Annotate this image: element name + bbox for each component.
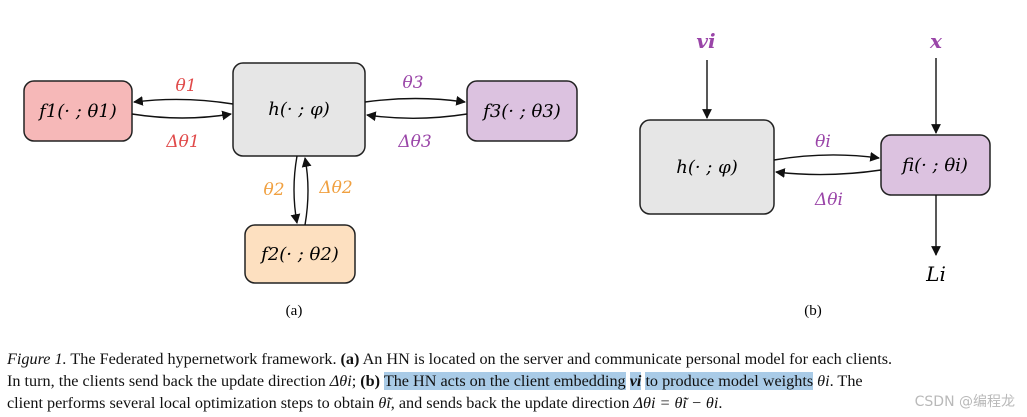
node-h-server-b <box>639 119 775 215</box>
edge-label-theta3: θ3 <box>402 73 423 93</box>
caption-text: An HN is located on the server and commu… <box>359 350 893 368</box>
caption-text: The Federated hypernetwork framework. <box>66 350 341 368</box>
edge-label-dtheta1: Δθ1 <box>165 132 199 152</box>
caption-text: ; <box>351 372 361 390</box>
caption-math: θi <box>817 372 830 390</box>
edge-label-dtheta2: Δθ2 <box>318 178 352 198</box>
arrow-f1-to-h <box>131 110 232 121</box>
arrow-h-to-f3 <box>364 95 466 106</box>
input-v-label: vi <box>696 29 715 53</box>
node-h-server <box>232 62 366 157</box>
node-f2 <box>244 224 356 284</box>
edge-label-theta2: θ2 <box>263 180 284 200</box>
node-f3 <box>466 80 578 142</box>
caption-highlight: to produce model weights <box>645 372 814 390</box>
watermark: CSDN @编程龙 <box>914 394 1015 410</box>
caption-text: In turn, the clients send back the updat… <box>7 372 330 390</box>
panel-b: vi x h(· ; φ) fi(· ; θi) θi Δθi Li (b) <box>639 29 991 319</box>
caption-text: . <box>718 394 723 412</box>
caption-math: θ̃i <box>378 394 391 412</box>
caption-line-3: client performs several local optimizati… <box>7 392 1019 414</box>
arrow-f2-to-h <box>301 157 312 226</box>
node-f3-label: f3(· ; θ3) <box>481 101 561 122</box>
caption-text: client performs several local optimizati… <box>7 394 379 412</box>
edge-label-theta-i: θi <box>815 132 831 152</box>
caption-figure-name: Figure 1. <box>7 350 67 368</box>
loss-label: Li <box>925 262 946 286</box>
caption-equation: Δθi = θ̃i − θi <box>633 394 719 412</box>
node-h-label-b: h(· ; φ) <box>676 157 737 178</box>
input-x-label: x <box>929 29 943 53</box>
node-h-label: h(· ; φ) <box>268 99 329 120</box>
arrow-h-to-f1 <box>133 96 234 106</box>
panel-a: f1(· ; θ1) h(· ; φ) f3(· ; θ3) f2(· ; θ2… <box>23 62 578 319</box>
edge-label-dtheta-i: Δθi <box>814 190 843 210</box>
caption-highlight: The HN acts on the client embedding <box>383 372 626 390</box>
federated-hypernetwork-diagram: f1(· ; θ1) h(· ; φ) f3(· ; θ3) f2(· ; θ2… <box>23 29 991 319</box>
caption-highlight-math: vi <box>629 372 642 390</box>
arrow-h-to-fi <box>773 151 880 162</box>
caption-part-a: (a) <box>340 350 360 368</box>
caption-part-b: (b) <box>360 372 381 390</box>
arrow-h-to-f2 <box>290 155 301 224</box>
node-fi-label: fi(· ; θi) <box>900 155 968 176</box>
caption-text: , and sends back the update direction <box>390 394 634 412</box>
panel-b-label: (b) <box>804 303 822 319</box>
caption-line-1: Figure 1. The Federated hypernetwork fra… <box>7 348 1019 370</box>
edge-label-theta1: θ1 <box>175 76 196 96</box>
edge-label-dtheta3: Δθ3 <box>397 132 431 152</box>
panel-a-label: (a) <box>286 303 303 319</box>
caption-text: . The <box>829 372 863 390</box>
caption-line-2: In turn, the clients send back the updat… <box>7 370 1019 392</box>
arrow-f3-to-h <box>366 111 468 122</box>
node-f1 <box>23 80 133 142</box>
node-f1-label: f1(· ; θ1) <box>37 101 117 122</box>
caption-math: Δθi <box>329 372 352 390</box>
node-f2-label: f2(· ; θ2) <box>259 244 339 265</box>
arrow-fi-to-h <box>775 168 882 178</box>
figure-caption: Figure 1. The Federated hypernetwork fra… <box>7 348 1019 414</box>
